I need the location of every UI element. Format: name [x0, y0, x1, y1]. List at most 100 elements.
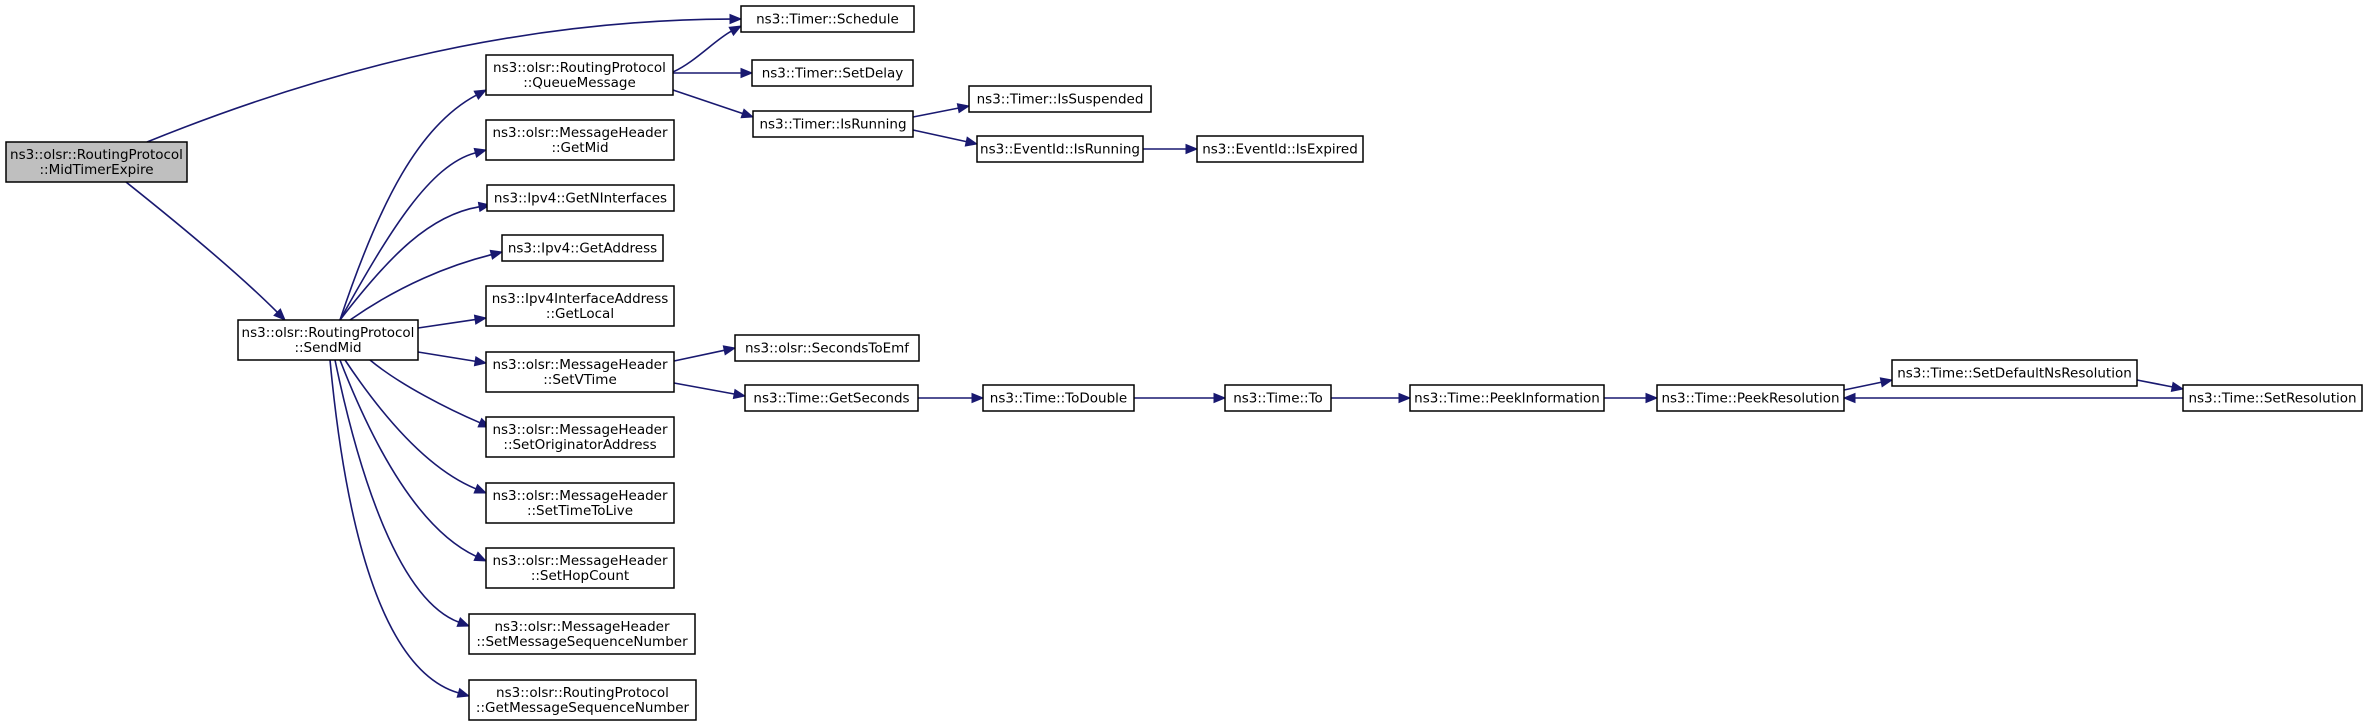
edge-line — [417, 318, 476, 329]
node-box — [1224, 384, 1332, 412]
node-msg-set-message-sequence-number[interactable]: ns3::olsr::MessageHeader::SetMessageSequ… — [468, 613, 696, 655]
node-msg-set-vtime[interactable]: ns3::olsr::MessageHeader::SetVTime — [485, 351, 675, 393]
node-box — [468, 613, 696, 655]
node-rp-get-message-sequence-number[interactable]: ns3::olsr::RoutingProtocol::GetMessageSe… — [468, 679, 697, 721]
edge-msg_set_vtime-to-time_get_seconds — [673, 382, 747, 400]
node-label-line: ns3::Timer::IsSuspended — [977, 92, 1144, 108]
edge-time_set_default_ns_resolution-to-time_set_resolution — [2136, 379, 2185, 392]
node-eventid-is-running[interactable]: ns3::EventId::IsRunning — [976, 135, 1144, 163]
node-label-line: ns3::olsr::RoutingProtocol — [242, 325, 415, 341]
edge-send_mid-to-ipv4_iface_get_local — [417, 314, 488, 329]
node-timer-is-running[interactable]: ns3::Timer::IsRunning — [752, 110, 914, 138]
node-box — [486, 184, 675, 212]
node-box — [1196, 135, 1364, 163]
node-box — [485, 416, 675, 458]
node-label-line: ::GetMessageSequenceNumber — [476, 700, 690, 716]
edge-send_mid-to-rp_get_message_sequence_number — [329, 359, 471, 698]
arrowhead-icon — [964, 136, 979, 147]
node-label-line: ns3::olsr::MessageHeader — [492, 488, 668, 504]
edge-line — [334, 359, 459, 623]
node-label-line: ns3::Timer::Schedule — [756, 12, 899, 28]
edge-line — [125, 181, 278, 313]
node-label-line: ::SetOriginatorAddress — [503, 437, 656, 453]
edge-line — [329, 359, 459, 694]
node-msg-get-mid[interactable]: ns3::olsr::MessageHeader::GetMid — [485, 119, 675, 161]
node-time-to-double[interactable]: ns3::Time::ToDouble — [982, 384, 1135, 412]
node-box — [751, 59, 914, 87]
arrowhead-icon — [473, 89, 488, 101]
edge-mid_timer_expire-to-send_mid — [125, 181, 286, 321]
arrowhead-icon — [456, 687, 471, 698]
node-label-line: ns3::Time::To — [1233, 391, 1323, 407]
node-label-line: ::GetMid — [551, 140, 608, 156]
node-label-line: ns3::EventId::IsRunning — [980, 142, 1140, 158]
edge-time_to_double-to-time_to — [1134, 392, 1227, 404]
edge-time_to-to-time_peek_information — [1331, 392, 1412, 404]
node-label-line: ns3::Time::GetSeconds — [753, 391, 909, 407]
edge-send_mid-to-msg_set_hop_count — [339, 359, 488, 562]
node-box — [485, 482, 675, 524]
edge-line — [673, 382, 735, 395]
node-time-peek-information[interactable]: ns3::Time::PeekInformation — [1409, 384, 1605, 412]
node-time-set-default-ns-resolution[interactable]: ns3::Time::SetDefaultNsResolution — [1891, 359, 2138, 387]
node-timer-is-suspended[interactable]: ns3::Timer::IsSuspended — [968, 85, 1152, 113]
node-ipv4-get-ninterfaces[interactable]: ns3::Ipv4::GetNInterfaces — [486, 184, 675, 212]
edge-line — [349, 253, 492, 321]
node-msg-set-hop-count[interactable]: ns3::olsr::MessageHeader::SetHopCount — [485, 547, 675, 589]
arrowhead-icon — [273, 308, 286, 321]
edge-line — [672, 30, 732, 73]
node-timer-schedule[interactable]: ns3::Timer::Schedule — [740, 5, 915, 33]
node-label-line: ns3::Time::PeekResolution — [1661, 391, 1839, 407]
edge-timer_is_running-to-timer_is_suspended — [912, 103, 971, 118]
node-time-set-resolution[interactable]: ns3::Time::SetResolution — [2182, 384, 2363, 412]
node-label-line: ns3::olsr::RoutingProtocol — [493, 60, 666, 76]
node-label-line: ::SetHopCount — [531, 568, 629, 584]
arrowhead-icon — [473, 147, 488, 159]
arrowhead-icon — [473, 551, 488, 562]
node-label-line: ns3::olsr::MessageHeader — [494, 619, 670, 635]
node-label-line: ::GetLocal — [546, 306, 614, 322]
node-mid-timer-expire[interactable]: ns3::olsr::RoutingProtocol::MidTimerExpi… — [5, 141, 188, 183]
node-time-to[interactable]: ns3::Time::To — [1224, 384, 1332, 412]
arrowhead-icon — [956, 103, 971, 114]
node-label-line: ns3::Ipv4::GetNInterfaces — [494, 191, 667, 207]
edges-layer — [125, 13, 2185, 698]
node-eventid-is-expired[interactable]: ns3::EventId::IsExpired — [1196, 135, 1364, 163]
node-ipv4-get-address[interactable]: ns3::Ipv4::GetAddress — [501, 234, 664, 262]
edge-time_set_resolution-to-time_peek_resolution — [1842, 392, 2183, 404]
edge-send_mid-to-ipv4_get_address — [349, 249, 504, 321]
node-msg-set-originator-address[interactable]: ns3::olsr::MessageHeader::SetOriginatorA… — [485, 416, 675, 458]
node-box — [5, 141, 188, 183]
node-box — [485, 285, 675, 327]
arrowhead-icon — [728, 25, 743, 37]
node-label-line: ns3::Time::SetResolution — [2188, 391, 2356, 407]
node-box — [734, 334, 920, 362]
edge-line — [339, 206, 480, 321]
arrowhead-icon — [1645, 392, 1659, 404]
edge-send_mid-to-msg_set_message_sequence_number — [334, 359, 471, 627]
node-label-line: ::MidTimerExpire — [39, 162, 153, 178]
node-msg-set-time-to-live[interactable]: ns3::olsr::MessageHeader::SetTimeToLive — [485, 482, 675, 524]
node-queue-message[interactable]: ns3::olsr::RoutingProtocol::QueueMessage — [485, 54, 674, 96]
node-label-line: ns3::Time::SetDefaultNsResolution — [1897, 366, 2132, 382]
node-box — [976, 135, 1144, 163]
node-seconds-to-emf[interactable]: ns3::olsr::SecondsToEmf — [734, 334, 920, 362]
node-ipv4-iface-get-local[interactable]: ns3::Ipv4InterfaceAddress::GetLocal — [485, 285, 675, 327]
node-send-mid[interactable]: ns3::olsr::RoutingProtocol::SendMid — [237, 319, 419, 361]
node-label-line: ns3::olsr::MessageHeader — [492, 422, 668, 438]
arrowhead-icon — [473, 314, 488, 325]
edge-queue_message-to-timer_schedule — [672, 25, 743, 73]
arrowhead-icon — [740, 108, 755, 119]
node-label-line: ns3::Ipv4InterfaceAddress — [492, 291, 669, 307]
node-label-line: ::SetMessageSequenceNumber — [476, 634, 688, 650]
node-timer-set-delay[interactable]: ns3::Timer::SetDelay — [751, 59, 914, 87]
node-label-line: ns3::EventId::IsExpired — [1202, 142, 1358, 158]
node-time-get-seconds[interactable]: ns3::Time::GetSeconds — [744, 384, 919, 412]
node-label-line: ns3::Time::PeekInformation — [1414, 391, 1600, 407]
edge-time_get_seconds-to-time_to_double — [918, 392, 985, 404]
node-box — [1656, 384, 1845, 412]
node-box — [982, 384, 1135, 412]
edge-line — [912, 107, 959, 118]
node-time-peek-resolution[interactable]: ns3::Time::PeekResolution — [1656, 384, 1845, 412]
edge-msg_set_vtime-to-seconds_to_emf — [673, 345, 737, 362]
